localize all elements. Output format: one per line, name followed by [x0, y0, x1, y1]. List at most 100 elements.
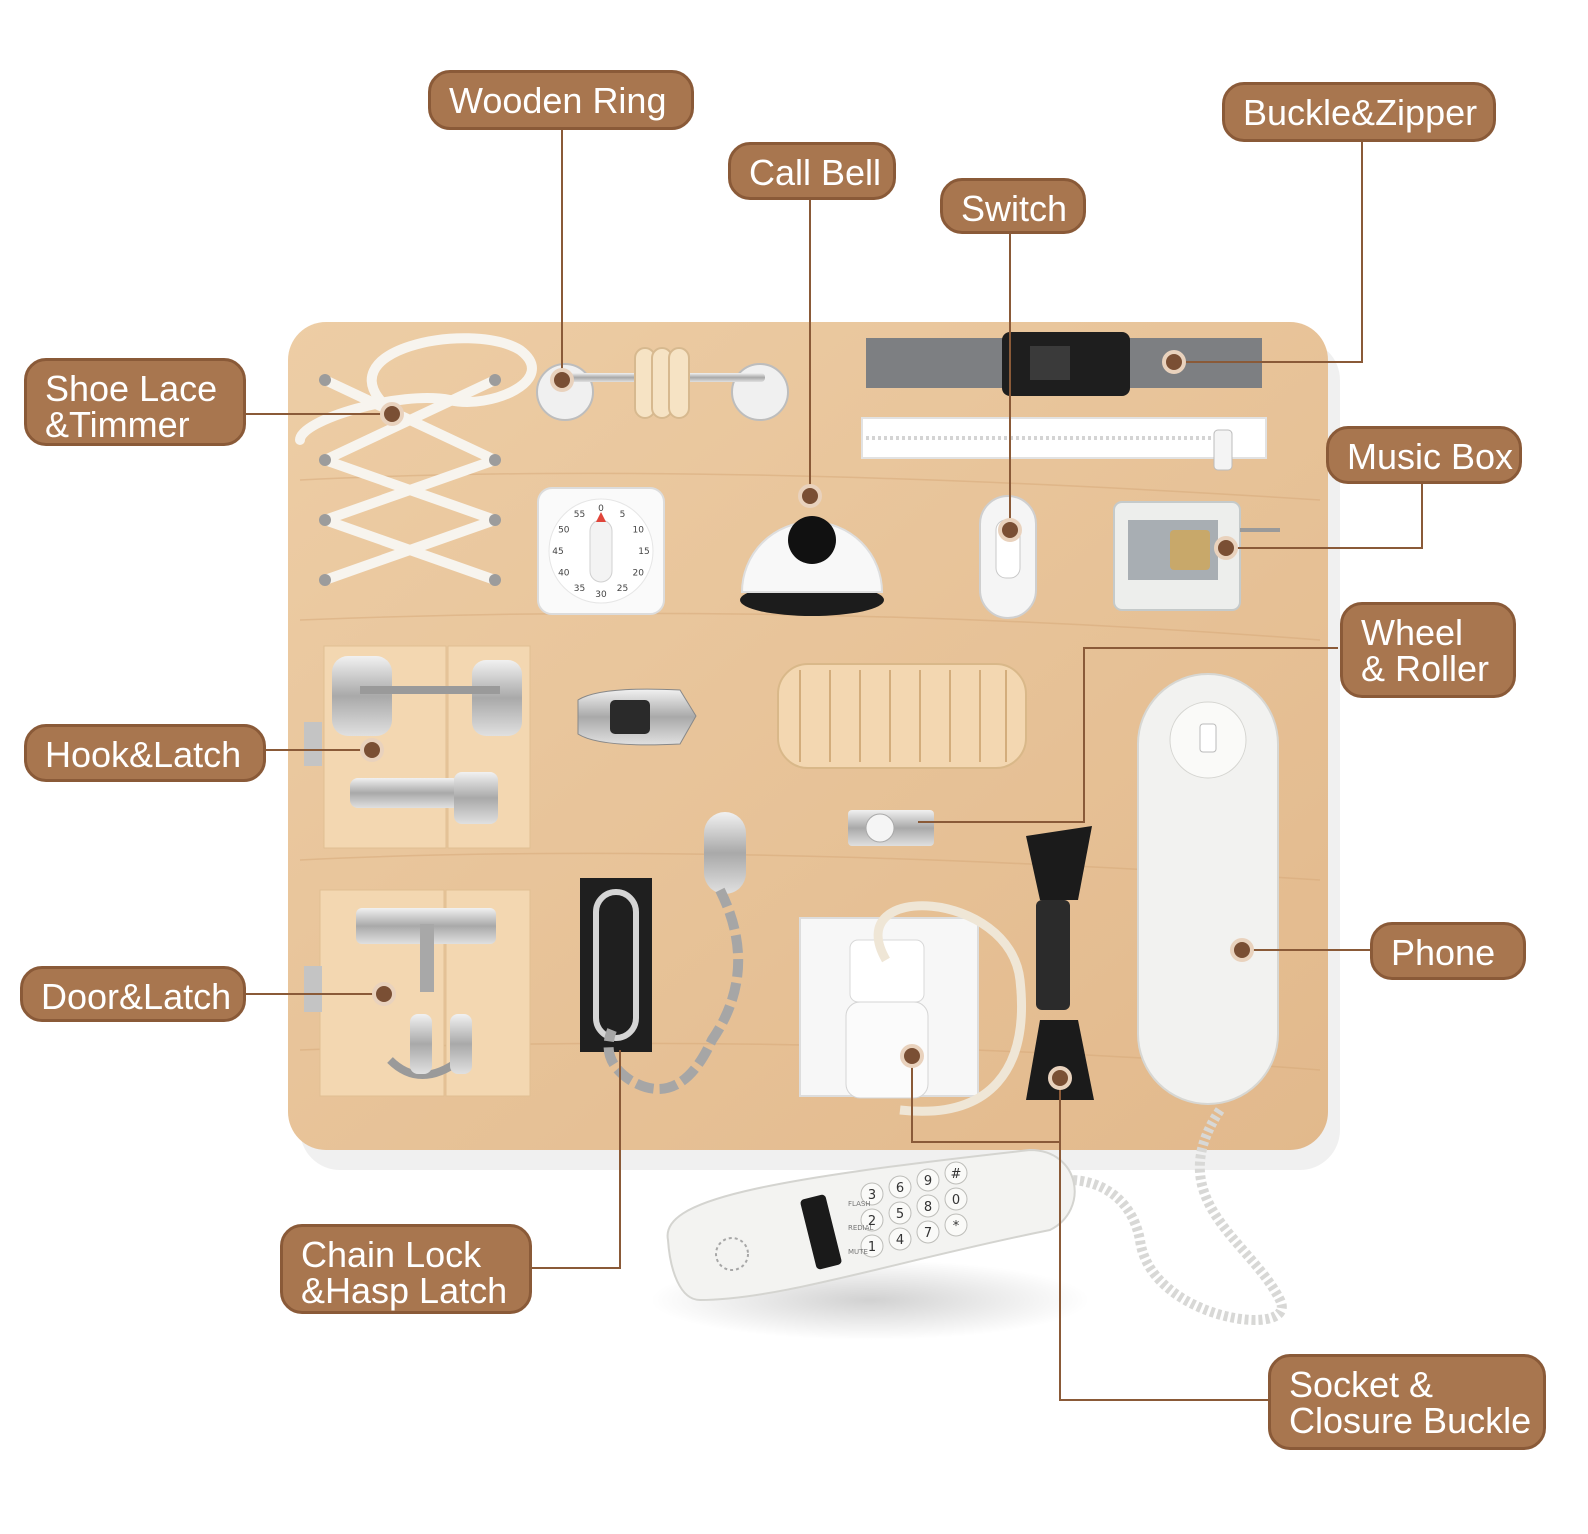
label-shoe-lace-line1: Shoe Lace: [45, 368, 218, 409]
label-chain-lock-line1: Chain Lock: [301, 1234, 482, 1275]
leader-buckle-zipper: [1174, 140, 1363, 363]
label-hook-latch-text: Hook&Latch: [45, 734, 242, 775]
label-shoe-lace: Shoe Lace &Timmer: [24, 358, 246, 446]
dot-buckle-zipper: [1162, 350, 1186, 374]
phone-key: [944, 1187, 968, 1211]
socket-icon: [799, 901, 1026, 1116]
label-wooden-ring: Wooden Ring: [428, 70, 694, 130]
phone-key: [916, 1168, 940, 1192]
label-call-bell-text: Call Bell: [749, 152, 882, 193]
label-buckle-zipper-text: Buckle&Zipper: [1243, 92, 1478, 133]
phone-key: [860, 1208, 884, 1232]
phone-button-label: MUTE: [848, 1248, 868, 1256]
phone-key-label: 1: [868, 1240, 876, 1255]
label-call-bell: Call Bell: [728, 142, 896, 200]
dot-music-box: [1214, 536, 1238, 560]
label-wheel-roller-line1: Wheel: [1361, 612, 1464, 653]
timer-tick-label: 40: [558, 569, 570, 579]
label-shoe-lace-line2: &Timmer: [45, 404, 190, 445]
phone-base-icon: [1137, 673, 1279, 1105]
dot-wooden-ring: [550, 368, 574, 392]
label-phone-text: Phone: [1391, 932, 1496, 973]
label-music-box: Music Box: [1326, 426, 1522, 484]
phone-key: [944, 1161, 968, 1185]
phone-key: [944, 1213, 968, 1237]
label-wheel-roller-line2: & Roller: [1361, 648, 1490, 689]
marker-dots: [360, 350, 1254, 1090]
phone-button-label: FLASH: [848, 1200, 871, 1208]
phone-keypad: 1 2 3 4 5 6 7 8 9 * 0 # FLASH REDIAL MUTE: [848, 1161, 968, 1258]
label-door-latch-text: Door&Latch: [41, 976, 232, 1017]
door-latch-block: [304, 889, 531, 1097]
shoe-lace-icon: [295, 333, 537, 585]
phone-key-label: 8: [924, 1200, 932, 1215]
timer-tick-label: 10: [632, 526, 644, 536]
dot-socket: [900, 1044, 924, 1068]
hasp-latch-icon: [577, 688, 697, 746]
dot-hook-latch: [360, 738, 384, 762]
label-switch-text: Switch: [961, 188, 1068, 229]
dot-shoe-lace: [380, 402, 404, 426]
phone-key-label: 0: [952, 1193, 960, 1208]
label-socket-line1: Socket &: [1289, 1364, 1434, 1405]
leader-lines: [246, 128, 1423, 1401]
phone-key-label: 5: [896, 1207, 904, 1222]
phone-key: [916, 1220, 940, 1244]
label-wheel-roller: Wheel & Roller: [1340, 602, 1516, 698]
buckle-strap-icon: [866, 332, 1262, 396]
closure-buckle-icon: [1026, 826, 1094, 1100]
label-chain-lock: Chain Lock &Hasp Latch: [280, 1224, 532, 1314]
phone-key-label: 4: [896, 1233, 904, 1248]
dot-door-latch: [372, 982, 396, 1006]
call-bell-icon: [740, 516, 884, 616]
phone-key-label: #: [951, 1167, 962, 1182]
phone-button-label: REDIAL: [848, 1224, 874, 1232]
phone-key-label: 3: [868, 1188, 876, 1203]
label-socket-line2: Closure Buckle: [1289, 1400, 1532, 1441]
label-door-latch: Door&Latch: [20, 966, 246, 1022]
timer-tick-label: 0: [598, 504, 604, 514]
timer-tick-label: 30: [595, 590, 607, 600]
dot-switch: [998, 518, 1022, 542]
label-phone: Phone: [1370, 922, 1526, 980]
switch-icon: [979, 495, 1037, 619]
label-hook-latch: Hook&Latch: [24, 724, 266, 782]
phone-key-label: *: [953, 1219, 960, 1234]
leader-chain-lock: [532, 1050, 621, 1269]
timer-tick-label: 15: [638, 547, 649, 557]
phone-key-label: 6: [896, 1181, 904, 1196]
label-chain-lock-line2: &Hasp Latch: [301, 1270, 508, 1311]
zipper-icon: [861, 417, 1267, 471]
label-buckle-zipper: Buckle&Zipper: [1222, 82, 1496, 142]
phone-key: [860, 1234, 884, 1258]
timer-tick-label: 20: [632, 569, 644, 579]
phone-cord: [1069, 1107, 1287, 1325]
label-socket-closure-buckle: Socket & Closure Buckle: [1268, 1354, 1546, 1450]
timer-tick-label: 55: [574, 510, 585, 520]
phone-key: [916, 1194, 940, 1218]
leader-music-box: [1226, 484, 1423, 549]
hook-latch-block: [304, 645, 531, 849]
timer-tick-label: 50: [558, 526, 570, 536]
phone-key: [888, 1175, 912, 1199]
wheel-roller-icon: [777, 663, 1027, 846]
leader-wheel-roller: [918, 647, 1338, 823]
dot-call-bell: [798, 484, 822, 508]
dot-closure-buckle: [1048, 1066, 1072, 1090]
timer-icon: [537, 487, 665, 615]
timer-tick-label: 35: [574, 584, 585, 594]
phone-key-label: 7: [924, 1226, 932, 1241]
phone-key-label: 2: [868, 1214, 876, 1229]
label-switch: Switch: [940, 178, 1086, 234]
label-wooden-ring-text: Wooden Ring: [449, 80, 667, 121]
phone-key: [860, 1182, 884, 1206]
music-box-icon: [1113, 501, 1280, 611]
chain-lock-icon: [580, 812, 746, 1094]
timer-tick-label: 45: [552, 547, 563, 557]
label-music-box-text: Music Box: [1347, 436, 1514, 477]
leader-closure-buckle: [1059, 1078, 1270, 1401]
phone-key: [888, 1201, 912, 1225]
phone-key-label: 9: [924, 1174, 932, 1189]
